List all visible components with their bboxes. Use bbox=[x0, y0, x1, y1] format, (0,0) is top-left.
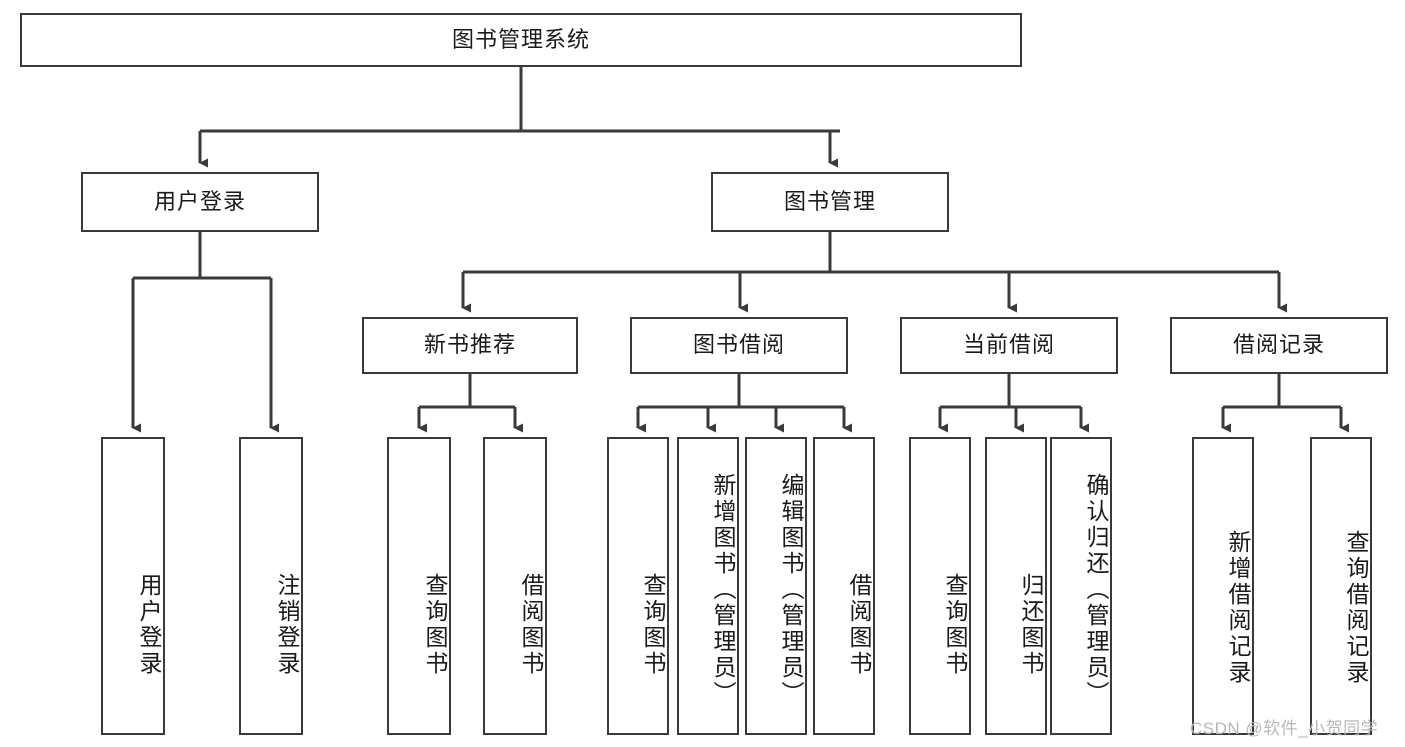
node-leaf-query-book-3-label: 查询图书 bbox=[942, 573, 968, 677]
node-leaf-borrow-book-1[interactable]: 借阅图书 bbox=[483, 437, 547, 735]
node-book-borrow-label: 图书借阅 bbox=[692, 332, 785, 358]
node-user-login-label: 用户登录 bbox=[153, 188, 246, 214]
node-leaf-query-record[interactable]: 查询借阅记录 bbox=[1310, 437, 1372, 735]
node-leaf-logout-label: 注销登录 bbox=[274, 573, 300, 677]
node-leaf-borrow-book-2[interactable]: 借阅图书 bbox=[813, 437, 875, 735]
node-leaf-query-book-3[interactable]: 查询图书 bbox=[909, 437, 971, 735]
node-root-label: 图书管理系统 bbox=[451, 26, 590, 52]
node-leaf-confirm-return-label: 确认归还（管理员） bbox=[1083, 473, 1109, 707]
node-leaf-add-record[interactable]: 新增借阅记录 bbox=[1192, 437, 1254, 735]
node-root[interactable]: 图书管理系统 bbox=[20, 13, 1022, 67]
node-leaf-borrow-book-1-label: 借阅图书 bbox=[518, 573, 544, 677]
node-current-borrow[interactable]: 当前借阅 bbox=[900, 317, 1118, 374]
node-leaf-borrow-book-2-label: 借阅图书 bbox=[846, 573, 872, 677]
node-leaf-add-book-label: 新增图书（管理员） bbox=[710, 473, 736, 707]
node-book-manage-label: 图书管理 bbox=[783, 188, 876, 214]
node-leaf-query-book-1[interactable]: 查询图书 bbox=[387, 437, 451, 735]
node-leaf-user-login[interactable]: 用户登录 bbox=[101, 437, 165, 735]
node-leaf-query-book-2[interactable]: 查询图书 bbox=[607, 437, 669, 735]
node-leaf-return-book-label: 归还图书 bbox=[1018, 573, 1044, 677]
node-leaf-edit-book-label: 编辑图书（管理员） bbox=[778, 473, 804, 707]
node-borrow-record[interactable]: 借阅记录 bbox=[1170, 317, 1388, 374]
node-leaf-user-login-label: 用户登录 bbox=[136, 573, 162, 677]
node-book-borrow[interactable]: 图书借阅 bbox=[630, 317, 848, 374]
node-leaf-query-book-2-label: 查询图书 bbox=[640, 573, 666, 677]
node-new-book-recommend[interactable]: 新书推荐 bbox=[362, 317, 578, 374]
node-current-borrow-label: 当前借阅 bbox=[962, 332, 1055, 358]
node-user-login[interactable]: 用户登录 bbox=[81, 172, 319, 232]
node-leaf-add-book[interactable]: 新增图书（管理员） bbox=[677, 437, 739, 735]
node-leaf-query-book-1-label: 查询图书 bbox=[422, 573, 448, 677]
node-leaf-edit-book[interactable]: 编辑图书（管理员） bbox=[745, 437, 807, 735]
node-new-book-recommend-label: 新书推荐 bbox=[423, 332, 516, 358]
node-leaf-query-record-label: 查询借阅记录 bbox=[1343, 530, 1369, 686]
node-book-manage[interactable]: 图书管理 bbox=[711, 172, 949, 232]
node-leaf-add-record-label: 新增借阅记录 bbox=[1225, 530, 1251, 686]
node-leaf-logout[interactable]: 注销登录 bbox=[239, 437, 303, 735]
node-leaf-confirm-return[interactable]: 确认归还（管理员） bbox=[1050, 437, 1112, 735]
node-borrow-record-label: 借阅记录 bbox=[1232, 332, 1325, 358]
csdn-watermark: CSDN @软件_小贺同学 bbox=[1190, 719, 1379, 738]
node-leaf-return-book[interactable]: 归还图书 bbox=[985, 437, 1047, 735]
